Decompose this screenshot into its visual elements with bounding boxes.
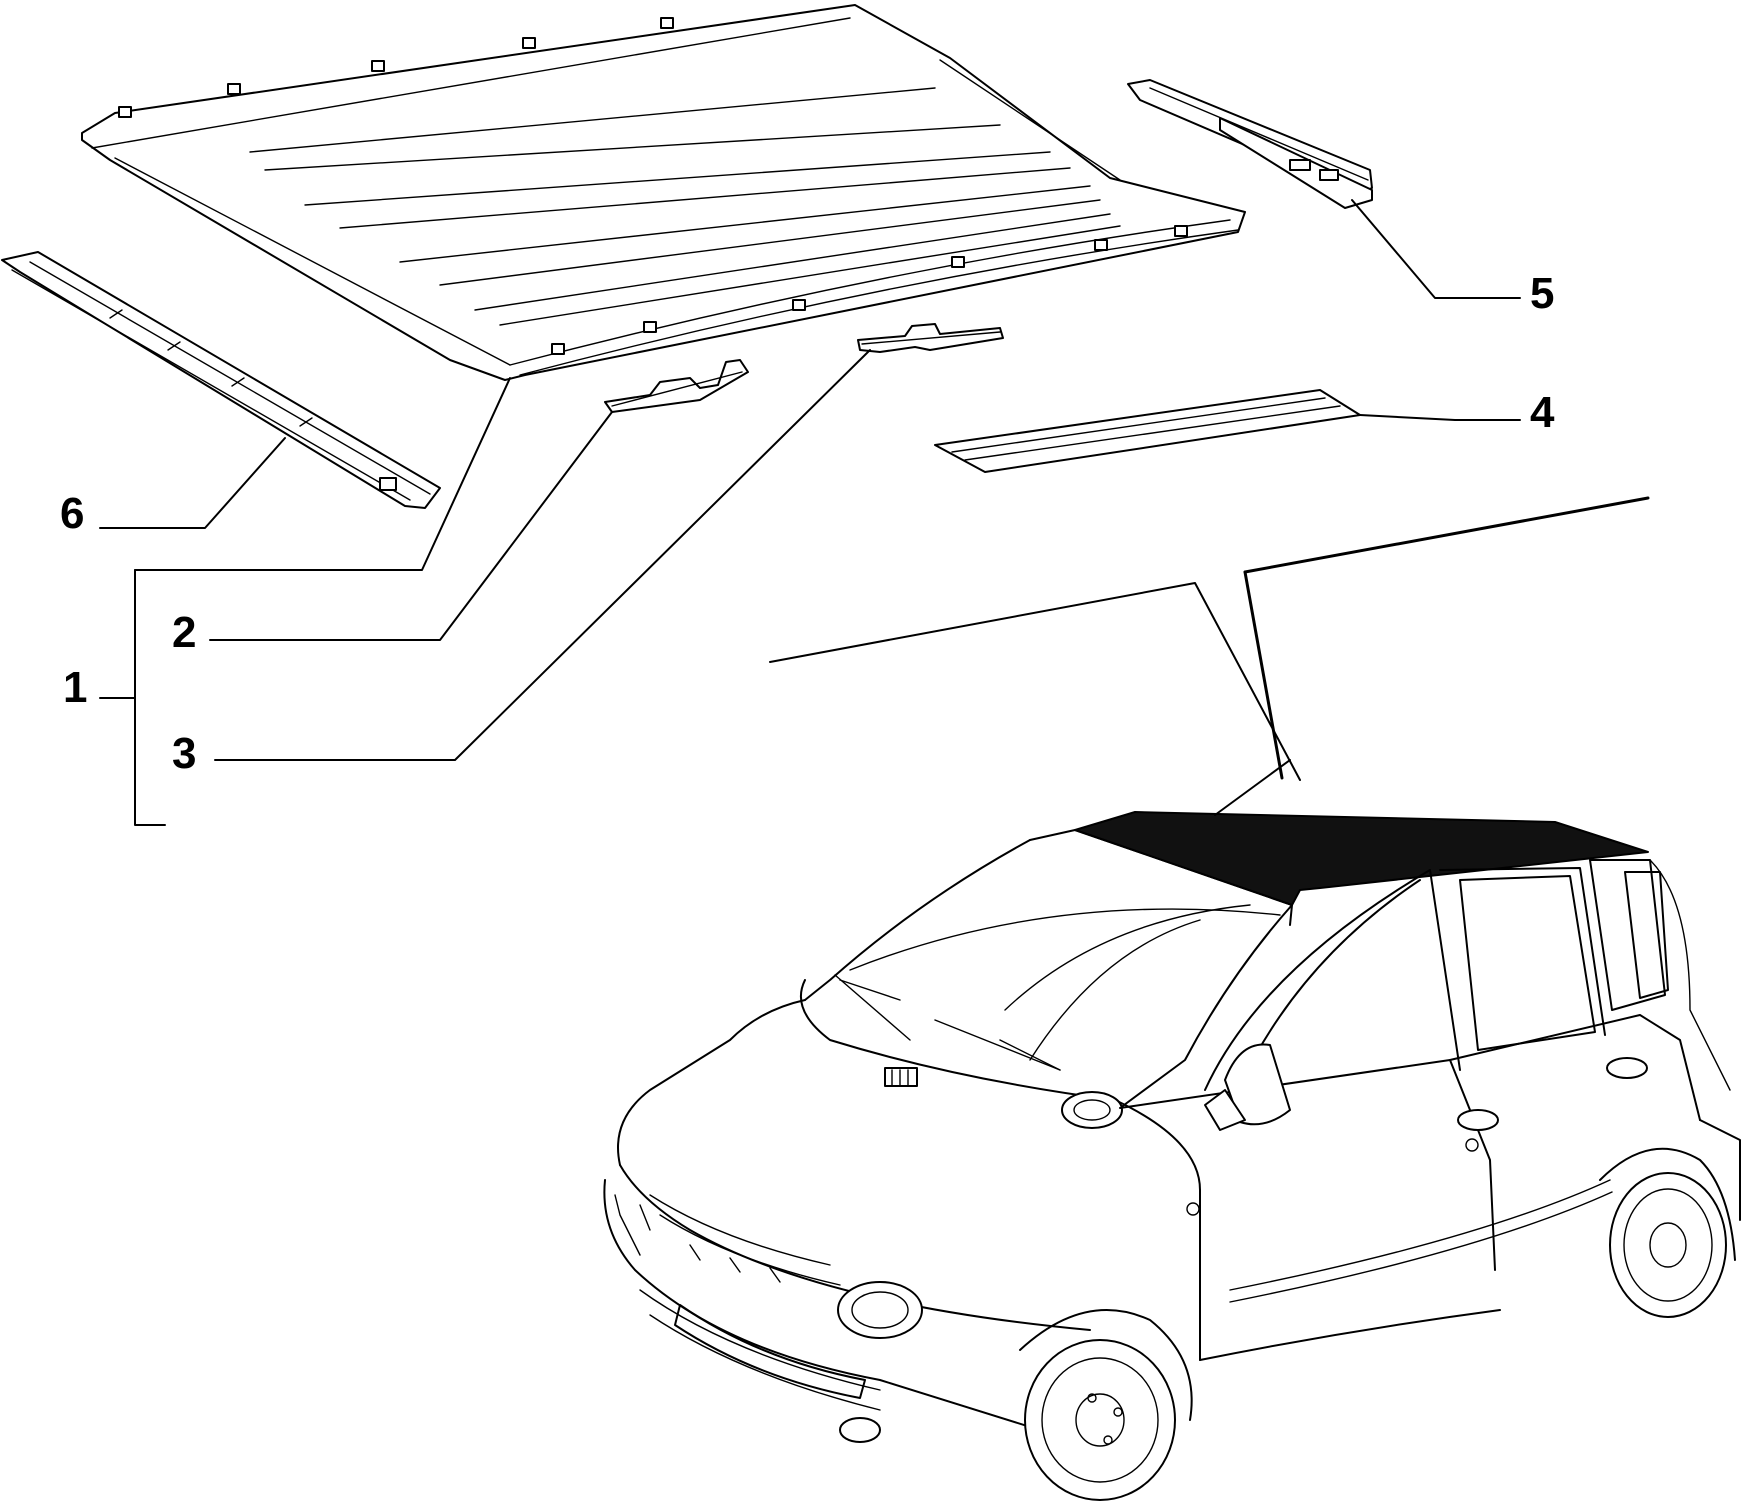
small-bracket xyxy=(605,360,748,412)
roof-panel xyxy=(82,5,1245,380)
left-roof-rail xyxy=(2,252,440,508)
large-bracket xyxy=(858,324,1003,352)
callout-6: 6 xyxy=(60,489,84,538)
callout-2: 2 xyxy=(172,608,196,657)
callout-1: 1 xyxy=(63,663,87,712)
callout-numbers: 1 2 3 4 5 6 xyxy=(60,269,1555,778)
car-illustration xyxy=(604,812,1740,1500)
callout-4: 4 xyxy=(1530,388,1555,437)
callout-5: 5 xyxy=(1530,269,1554,318)
leader-lines xyxy=(100,200,1648,825)
callout-3: 3 xyxy=(172,729,196,778)
trim-strip xyxy=(935,390,1360,472)
bracket-1 xyxy=(135,570,165,825)
right-roof-rail xyxy=(1128,80,1372,208)
